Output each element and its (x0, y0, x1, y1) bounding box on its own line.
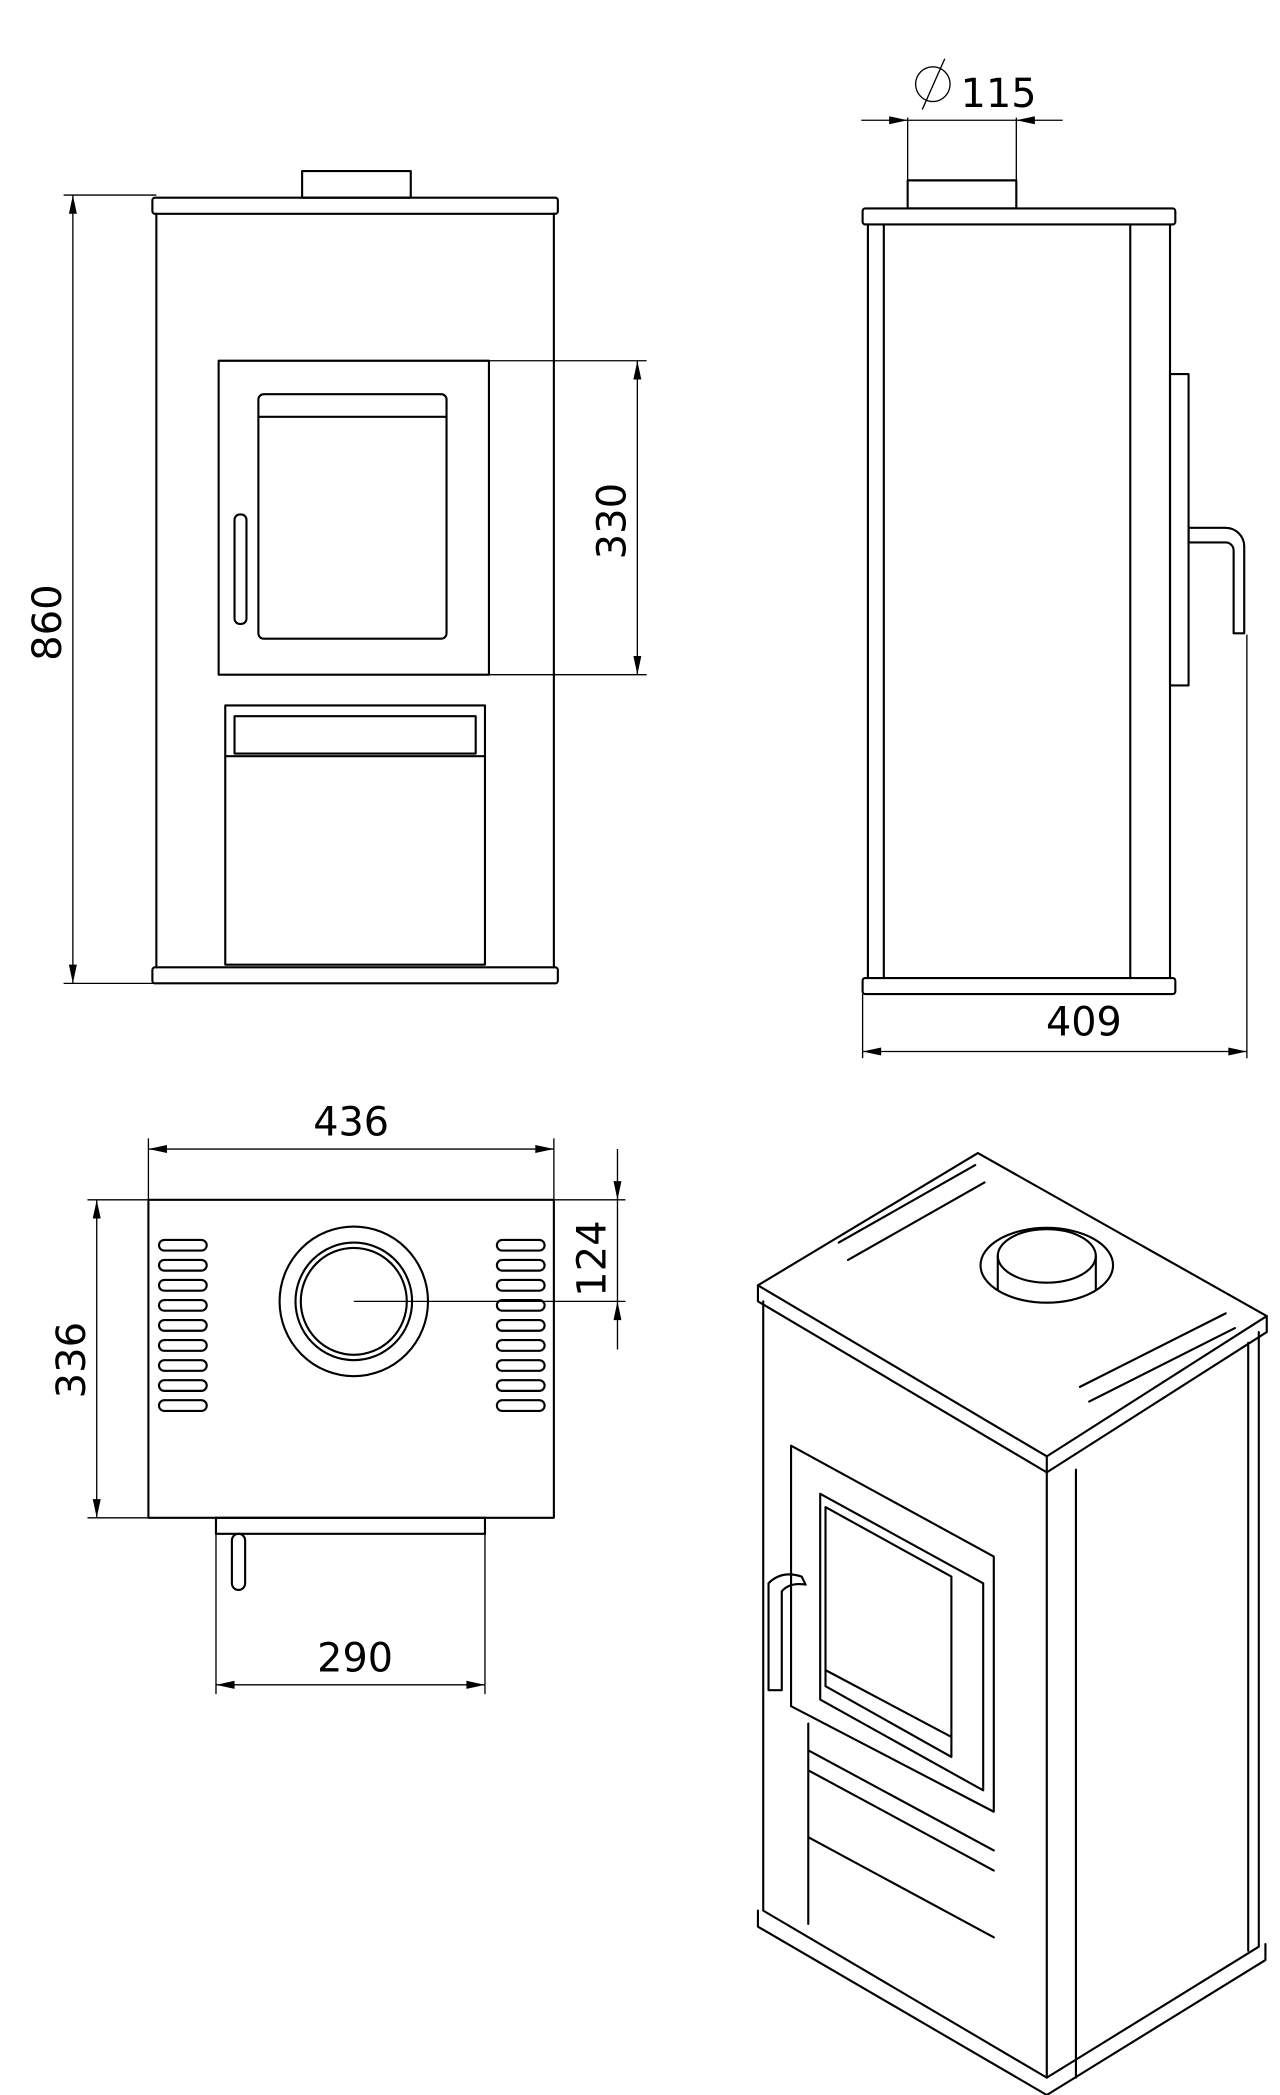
vent-slots-left (157, 1238, 208, 1412)
door (217, 359, 491, 676)
front-view: 860 330 (25, 169, 647, 985)
iso-vents (837, 1164, 1237, 1403)
isometric-view (756, 1151, 1268, 2095)
top-view: 436 336 124 290 (49, 1100, 626, 1695)
dim-base-width-label: 290 (317, 1635, 393, 1681)
dim-depth-label: 409 (1046, 999, 1122, 1045)
door-handle (233, 513, 248, 626)
dim-width-label: 436 (313, 1100, 389, 1146)
side-view: 115 409 (861, 58, 1248, 1059)
dim-flue-diameter-label: 115 (961, 71, 1037, 117)
side-handle (1187, 526, 1246, 635)
dim-top-depth-label: 336 (49, 1322, 95, 1398)
iso-door (789, 1444, 995, 1813)
iso-handle (767, 1573, 807, 1692)
dim-door-height-label: 330 (590, 483, 636, 559)
dim-height-label: 860 (25, 584, 71, 660)
vent-slots-right (495, 1238, 546, 1412)
glass (257, 393, 448, 640)
dim-flue-offset-label: 124 (570, 1220, 616, 1296)
